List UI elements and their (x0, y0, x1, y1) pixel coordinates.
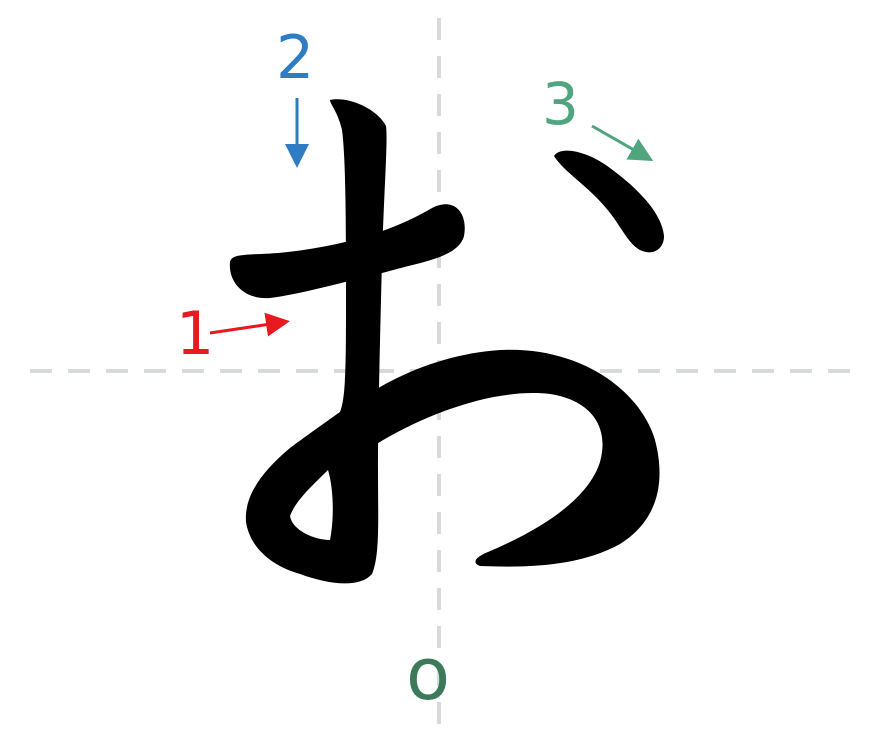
glyph-stroke-2-curve (335, 349, 660, 567)
stroke-1-number: 1 (176, 299, 215, 369)
glyph-character: お (230, 96, 670, 586)
stroke-2-number: 2 (276, 23, 315, 93)
hiragana-glyph (229, 99, 664, 584)
glyph-stroke-3 (554, 150, 664, 253)
stroke-3-arrow-icon (591, 124, 654, 161)
stroke-1-arrow-icon (209, 312, 290, 337)
glyph-stroke-2 (245, 99, 387, 584)
stroke-3-number: 3 (542, 70, 579, 138)
romaji-label: o (406, 632, 451, 716)
